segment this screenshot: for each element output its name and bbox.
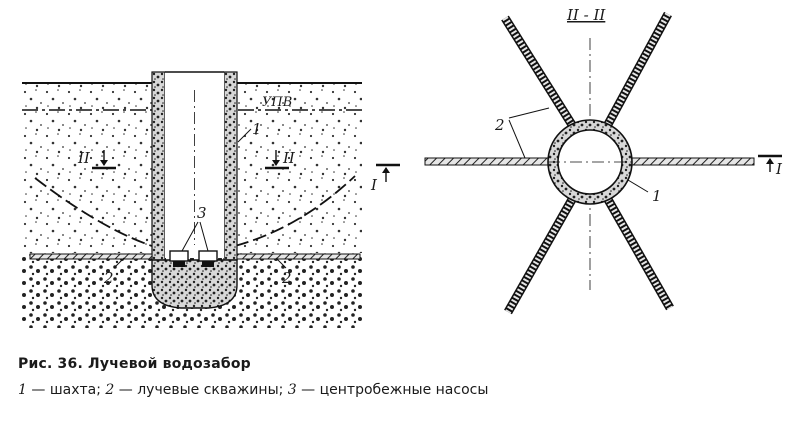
callout-1-plan: 1 [652, 187, 662, 205]
section-label-ii-left: II [77, 149, 91, 167]
legend-text: — шахта; [26, 382, 106, 398]
legend-number: 2 [105, 382, 115, 398]
shaft-plan [547, 119, 633, 205]
vertical-section: II II УПВ 1 3 2 2 I [22, 71, 400, 328]
caption-legend: 1 — шахта; 2 — лучевые скважины; 3 — цен… [18, 382, 778, 398]
callout-2-right: 2 [281, 269, 292, 287]
section-mark-ii-left: II [77, 149, 116, 170]
section-label-ii-right: II [282, 149, 296, 167]
legend-item: 3 — центробежные насосы [288, 382, 489, 398]
depression-curve-right [234, 175, 356, 247]
plan-section: II - II 2 1 I [424, 6, 783, 315]
legend-number: 3 [287, 382, 297, 398]
shaft [151, 71, 238, 309]
caption-title: Рис. 36. Лучевой водозабор [18, 356, 251, 372]
callout-3-pumps: 3 [197, 204, 207, 222]
depression-curve-left [34, 177, 153, 247]
cut-mark-i-right: I [758, 154, 783, 178]
callout-1-shaft: 1 [252, 120, 262, 138]
legend-text: — центробежные насосы [296, 382, 489, 398]
callout-2-plan: 2 [494, 116, 505, 134]
plan-section-title: II - II [566, 6, 606, 24]
water-table-label: УПВ [262, 95, 292, 110]
figure-caption: Рис. 36. Лучевой водозабор 1 — шахта; 2 … [18, 356, 778, 398]
callout-2-left: 2 [103, 269, 114, 287]
section-mark-ii-right: II [265, 149, 296, 170]
radial-wells-left [29, 253, 361, 260]
legend-number: 1 [18, 382, 27, 398]
legend-item: 2 — лучевые скважины; [105, 382, 287, 398]
legend-item: 1 — шахта; [18, 382, 105, 398]
shaft-bottom-plug [151, 259, 238, 309]
cut-label-i-left: I [370, 176, 378, 194]
legend-text: — лучевые скважины; [114, 382, 288, 398]
cut-label-i-right: I [775, 160, 783, 178]
cut-mark-i-left: I [370, 163, 400, 194]
radial-water-intake-figure: II II УПВ 1 3 2 2 I II - II [22, 6, 783, 328]
